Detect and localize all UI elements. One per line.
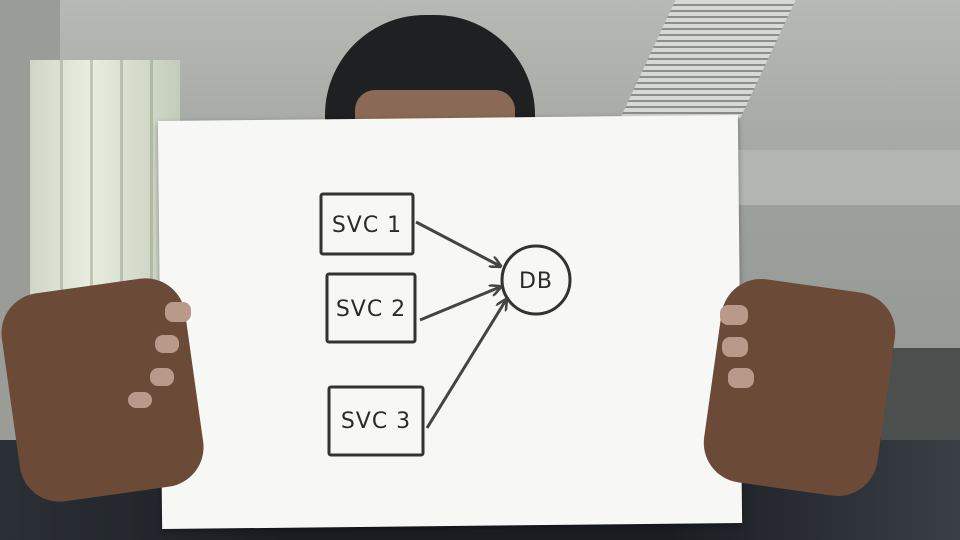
node-db: DB xyxy=(500,244,572,316)
db-circle xyxy=(500,244,572,316)
svc3-label: SVC 3 xyxy=(341,409,411,434)
edge-svc2-db xyxy=(419,287,500,322)
left-fingernail xyxy=(155,335,179,353)
left-fingernail xyxy=(128,392,152,408)
ceiling-beam xyxy=(700,150,960,205)
blind-slat xyxy=(150,60,153,490)
blind-slat xyxy=(60,60,63,490)
node-svc3: SVC 3 xyxy=(327,385,425,457)
blind-slat xyxy=(120,60,123,490)
edge-svc3-db xyxy=(425,300,506,429)
svc2-label: SVC 2 xyxy=(336,297,406,322)
left-fingernail xyxy=(150,368,174,386)
edge-svc1-db xyxy=(415,220,500,266)
node-svc2: SVC 2 xyxy=(325,272,417,344)
db-label: DB xyxy=(519,269,553,294)
right-fingernail xyxy=(722,337,748,357)
svc1-box xyxy=(319,192,415,256)
right-thumbnail xyxy=(720,305,748,325)
svc1-label: SVC 1 xyxy=(332,213,402,238)
svc3-box xyxy=(327,385,425,457)
left-thumbnail xyxy=(165,302,191,322)
node-svc1: SVC 1 xyxy=(319,192,415,256)
svc2-box xyxy=(325,272,417,344)
right-fingernail xyxy=(728,368,754,388)
blind-slat xyxy=(90,60,93,490)
